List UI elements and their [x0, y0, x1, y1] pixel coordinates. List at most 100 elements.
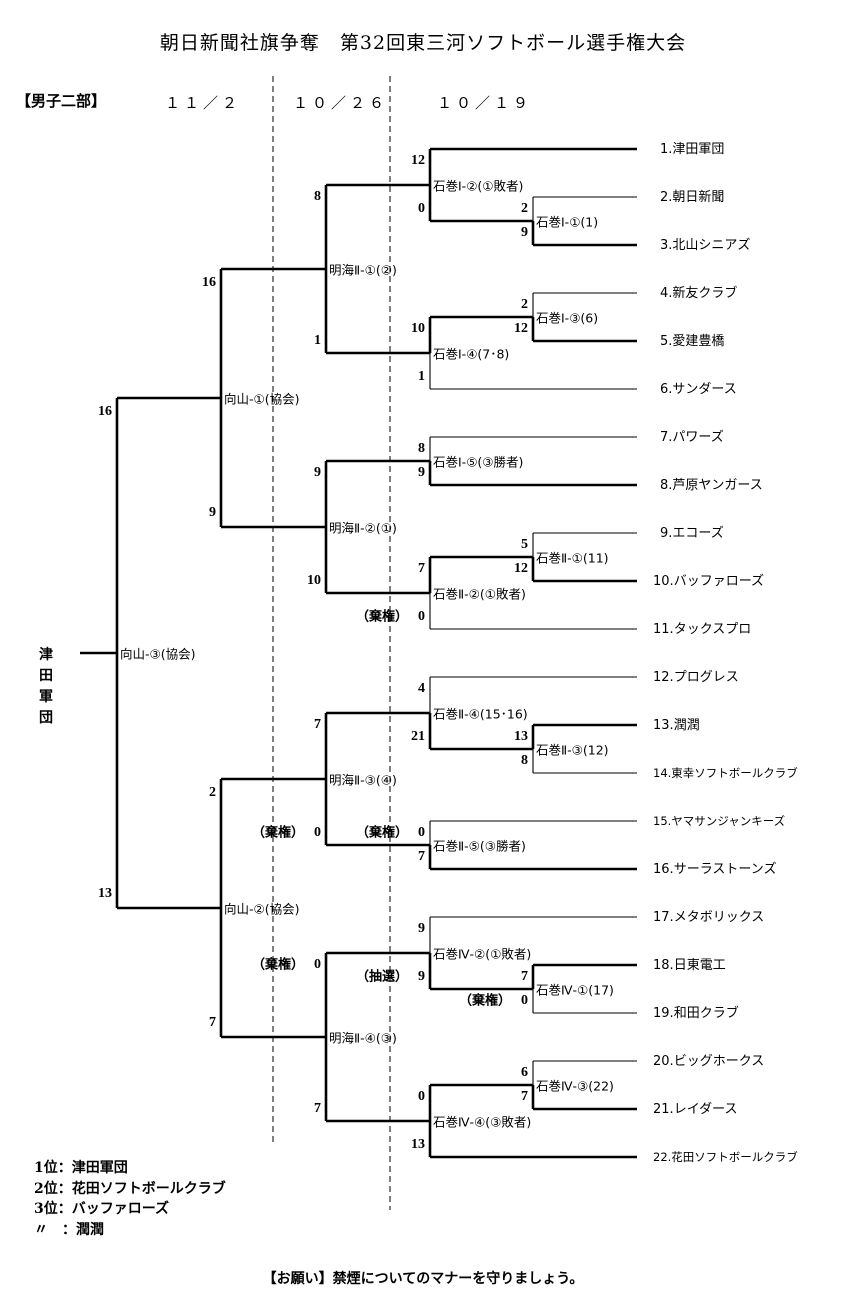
team-name: メタボリックス [674, 910, 765, 925]
score-bottom: 9 [418, 969, 425, 984]
result-note: （抽選） [356, 969, 408, 985]
match-label: 石巻Ⅳ-③(22) [536, 1079, 614, 1094]
team-entry: 21.レイダース [653, 1102, 738, 1117]
final-rankings: 1位：津田軍団 2位：花田ソフトボールクラブ 3位：バッファローズ 〃 ：潤潤 [34, 1158, 226, 1240]
score-bottom: 0 [521, 993, 528, 1008]
score-bottom: 12 [514, 321, 528, 336]
score-bottom: 9 [418, 465, 425, 480]
team-name: ヤマサンジャンキーズ [671, 814, 785, 828]
team-name: エコーズ [672, 525, 723, 541]
team-name: サーラストーンズ [674, 861, 777, 877]
score-top: 4 [418, 681, 425, 696]
rank-1: 1位：津田軍団 [34, 1160, 128, 1176]
team-name: 日東電工 [674, 957, 726, 973]
team-name: 潤潤 [674, 718, 700, 733]
team-entry: 4.新友クラブ [660, 285, 737, 301]
score-top: 8 [314, 189, 321, 204]
forfeit-note: （棄権） [356, 825, 408, 841]
team-name: サンダース [672, 382, 736, 397]
match-label: 石巻Ⅰ-⑤(③勝者) [433, 455, 523, 470]
score-top: 2 [209, 785, 216, 800]
team-name: 津田軍団 [672, 142, 724, 157]
team-entry: 12.プログレス [653, 670, 739, 685]
team-name: ビッグホークス [674, 1054, 765, 1069]
score-top: 0 [418, 825, 425, 840]
team-number: 16. [653, 862, 674, 877]
score-bottom: 1 [418, 369, 425, 384]
score-bottom: 13 [411, 1137, 425, 1152]
match-label: 明海Ⅱ-①(②) [329, 263, 397, 278]
score-bottom: 8 [521, 753, 528, 768]
team-entry: 1.津田軍団 [660, 142, 724, 157]
score-bottom: 12 [514, 561, 528, 576]
team-entry: 5.愛建豊橋 [660, 334, 724, 349]
match-label: 石巻Ⅱ-①(11) [536, 551, 609, 566]
match-label: 向山-①(協会) [224, 392, 299, 407]
team-name: 新友クラブ [672, 285, 737, 301]
score-top: 2 [521, 297, 528, 312]
team-entry: 10.バッファローズ [653, 573, 764, 589]
score-bottom: 0 [314, 825, 321, 840]
team-entry: 17.メタボリックス [653, 910, 764, 925]
team-name: プログレス [674, 670, 739, 685]
score-bottom: 21 [411, 729, 425, 744]
team-entry: 16.サーラストーンズ [653, 861, 777, 877]
score-bottom: 7 [314, 1101, 321, 1116]
score-top: 7 [314, 717, 321, 732]
team-entry: 8.芦原ヤンガース [660, 478, 763, 493]
match-label: 石巻Ⅳ-①(17) [536, 983, 614, 998]
division-label: 【男子二部】 [16, 92, 107, 110]
match-label: 明海Ⅱ-④(③) [329, 1031, 397, 1046]
match-label: 石巻Ⅱ-⑤(③勝者) [433, 839, 526, 854]
team-entry: 9.エコーズ [660, 525, 724, 541]
champion-name: 津田軍団 [39, 647, 53, 726]
match-label: 石巻Ⅱ-④(15･16) [433, 707, 528, 722]
team-number: 22. [653, 1150, 671, 1164]
team-number: 15. [653, 814, 671, 828]
match-label: 石巻Ⅰ-①(1) [536, 215, 598, 230]
round-date-final: １１／２ [165, 94, 242, 112]
match-label: 明海Ⅱ-②(①) [329, 521, 397, 536]
rank-2: 2位：花田ソフトボールクラブ [34, 1180, 226, 1197]
round-date-semifinal: １０／２６ [293, 94, 389, 112]
score-bottom: 10 [307, 573, 321, 588]
team-number: 8. [660, 478, 672, 493]
score-top: 7 [418, 561, 425, 576]
match-label: 石巻Ⅱ-③(12) [536, 743, 609, 758]
score-bottom: 1 [314, 333, 321, 348]
team-number: 18. [653, 958, 674, 973]
team-number: 10. [653, 574, 674, 589]
team-number: 9. [660, 526, 672, 541]
team-entry: 20.ビッグホークス [653, 1054, 764, 1069]
match-label: 石巻Ⅰ-④(7･8) [433, 347, 509, 362]
score-top: 8 [418, 441, 425, 456]
score-top: 2 [521, 201, 528, 216]
team-name: パワーズ [672, 429, 723, 445]
match-label: 明海Ⅱ-③(④) [329, 773, 397, 788]
team-number: 13. [653, 718, 674, 733]
team-name: 北山シニアズ [672, 237, 750, 253]
team-number: 4. [660, 286, 672, 301]
round-date-early: １０／１９ [437, 94, 533, 112]
match-label: 石巻Ⅰ-②(①敗者) [433, 179, 523, 194]
result-note: （棄権） [356, 609, 408, 625]
team-number: 2. [660, 190, 672, 205]
team-number: 19. [653, 1006, 674, 1021]
team-name: 芦原ヤンガース [672, 478, 762, 493]
page-title: 朝日新聞社旗争奪 第32回東三河ソフトボール選手権大会 [159, 32, 687, 54]
match-label: 石巻Ⅱ-②(①敗者) [433, 587, 526, 602]
team-entry: 2.朝日新聞 [660, 189, 724, 205]
result-note: （棄権） [459, 993, 511, 1009]
team-entry: 14.東幸ソフトボールクラブ [653, 766, 798, 780]
team-name: 朝日新聞 [672, 189, 724, 205]
score-top: 10 [411, 321, 425, 336]
score-top: 9 [418, 921, 425, 936]
result-note: （棄権） [252, 825, 304, 841]
team-number: 14. [653, 766, 671, 780]
score-top: 12 [411, 153, 425, 168]
score-top: 7 [521, 969, 528, 984]
team-entry: 6.サンダース [660, 382, 737, 397]
score-bottom: 0 [418, 201, 425, 216]
team-number: 21. [653, 1102, 674, 1117]
score-top: 9 [314, 465, 321, 480]
